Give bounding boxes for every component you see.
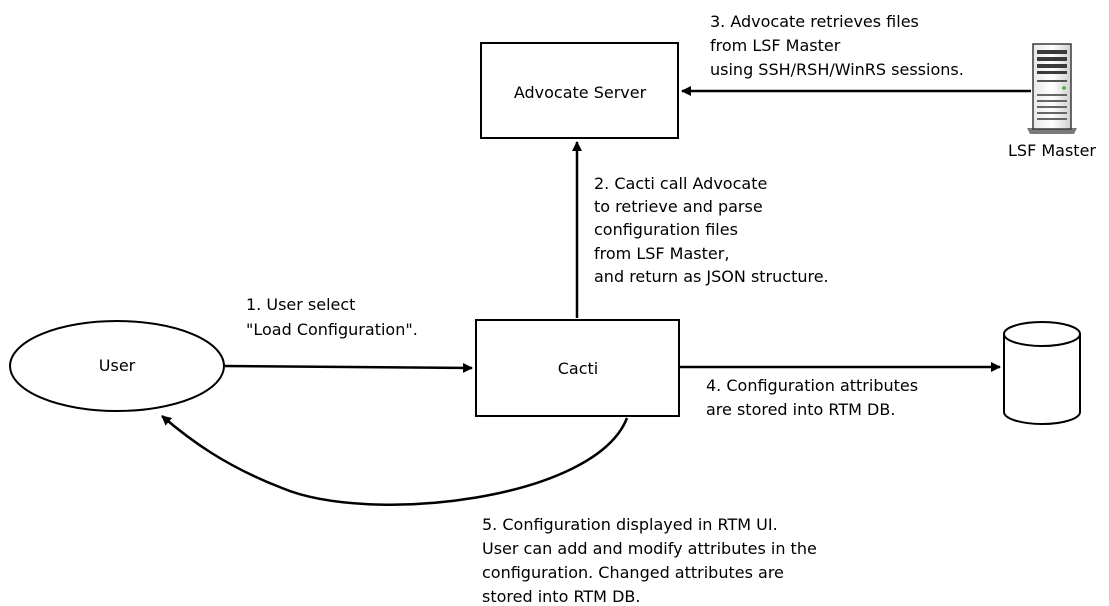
step-2-line: from LSF Master, bbox=[594, 244, 729, 263]
step-1-annotation: 1. User select "Load Configuration". bbox=[246, 295, 418, 339]
step-5-line: 5. Configuration displayed in RTM UI. bbox=[482, 515, 778, 534]
step-2-line: and return as JSON structure. bbox=[594, 267, 829, 286]
step-5-line: User can add and modify attributes in th… bbox=[482, 539, 817, 558]
advocate-server-label: Advocate Server bbox=[514, 83, 647, 102]
step-4-line: are stored into RTM DB. bbox=[706, 400, 895, 419]
step-2-annotation: 2. Cacti call Advocate to retrieve and p… bbox=[594, 174, 829, 286]
step-2-line: to retrieve and parse bbox=[594, 197, 763, 216]
step-3-annotation: 3. Advocate retrieves files from LSF Mas… bbox=[710, 12, 964, 79]
step-3-line: 3. Advocate retrieves files bbox=[710, 12, 919, 31]
step-3-line: using SSH/RSH/WinRS sessions. bbox=[710, 60, 964, 79]
advocate-server-node: Advocate Server bbox=[480, 42, 679, 139]
step-5-line: configuration. Changed attributes are bbox=[482, 563, 784, 582]
step-3-line: from LSF Master bbox=[710, 36, 841, 55]
step-5-annotation: 5. Configuration displayed in RTM UI. Us… bbox=[482, 515, 822, 606]
arrow-cacti-to-user bbox=[161, 415, 629, 506]
step-1-line: "Load Configuration". bbox=[246, 320, 418, 339]
user-label: User bbox=[99, 356, 136, 375]
cacti-node: Cacti bbox=[475, 319, 680, 417]
server-tower-icon bbox=[1027, 43, 1077, 134]
step-4-line: 4. Configuration attributes bbox=[706, 376, 918, 395]
cacti-label: Cacti bbox=[558, 359, 599, 378]
user-node: User bbox=[9, 320, 225, 412]
step-1-line: 1. User select bbox=[246, 295, 355, 314]
lsf-master-label: LSF Master bbox=[1008, 141, 1096, 160]
step-5-line: stored into RTM DB. bbox=[482, 587, 640, 606]
step-2-line: 2. Cacti call Advocate bbox=[594, 174, 767, 193]
step-4-annotation: 4. Configuration attributes are stored i… bbox=[706, 376, 923, 419]
arrow-user-to-cacti bbox=[224, 362, 473, 373]
step-2-line: configuration files bbox=[594, 220, 738, 239]
database-cylinder-icon bbox=[1003, 321, 1081, 425]
